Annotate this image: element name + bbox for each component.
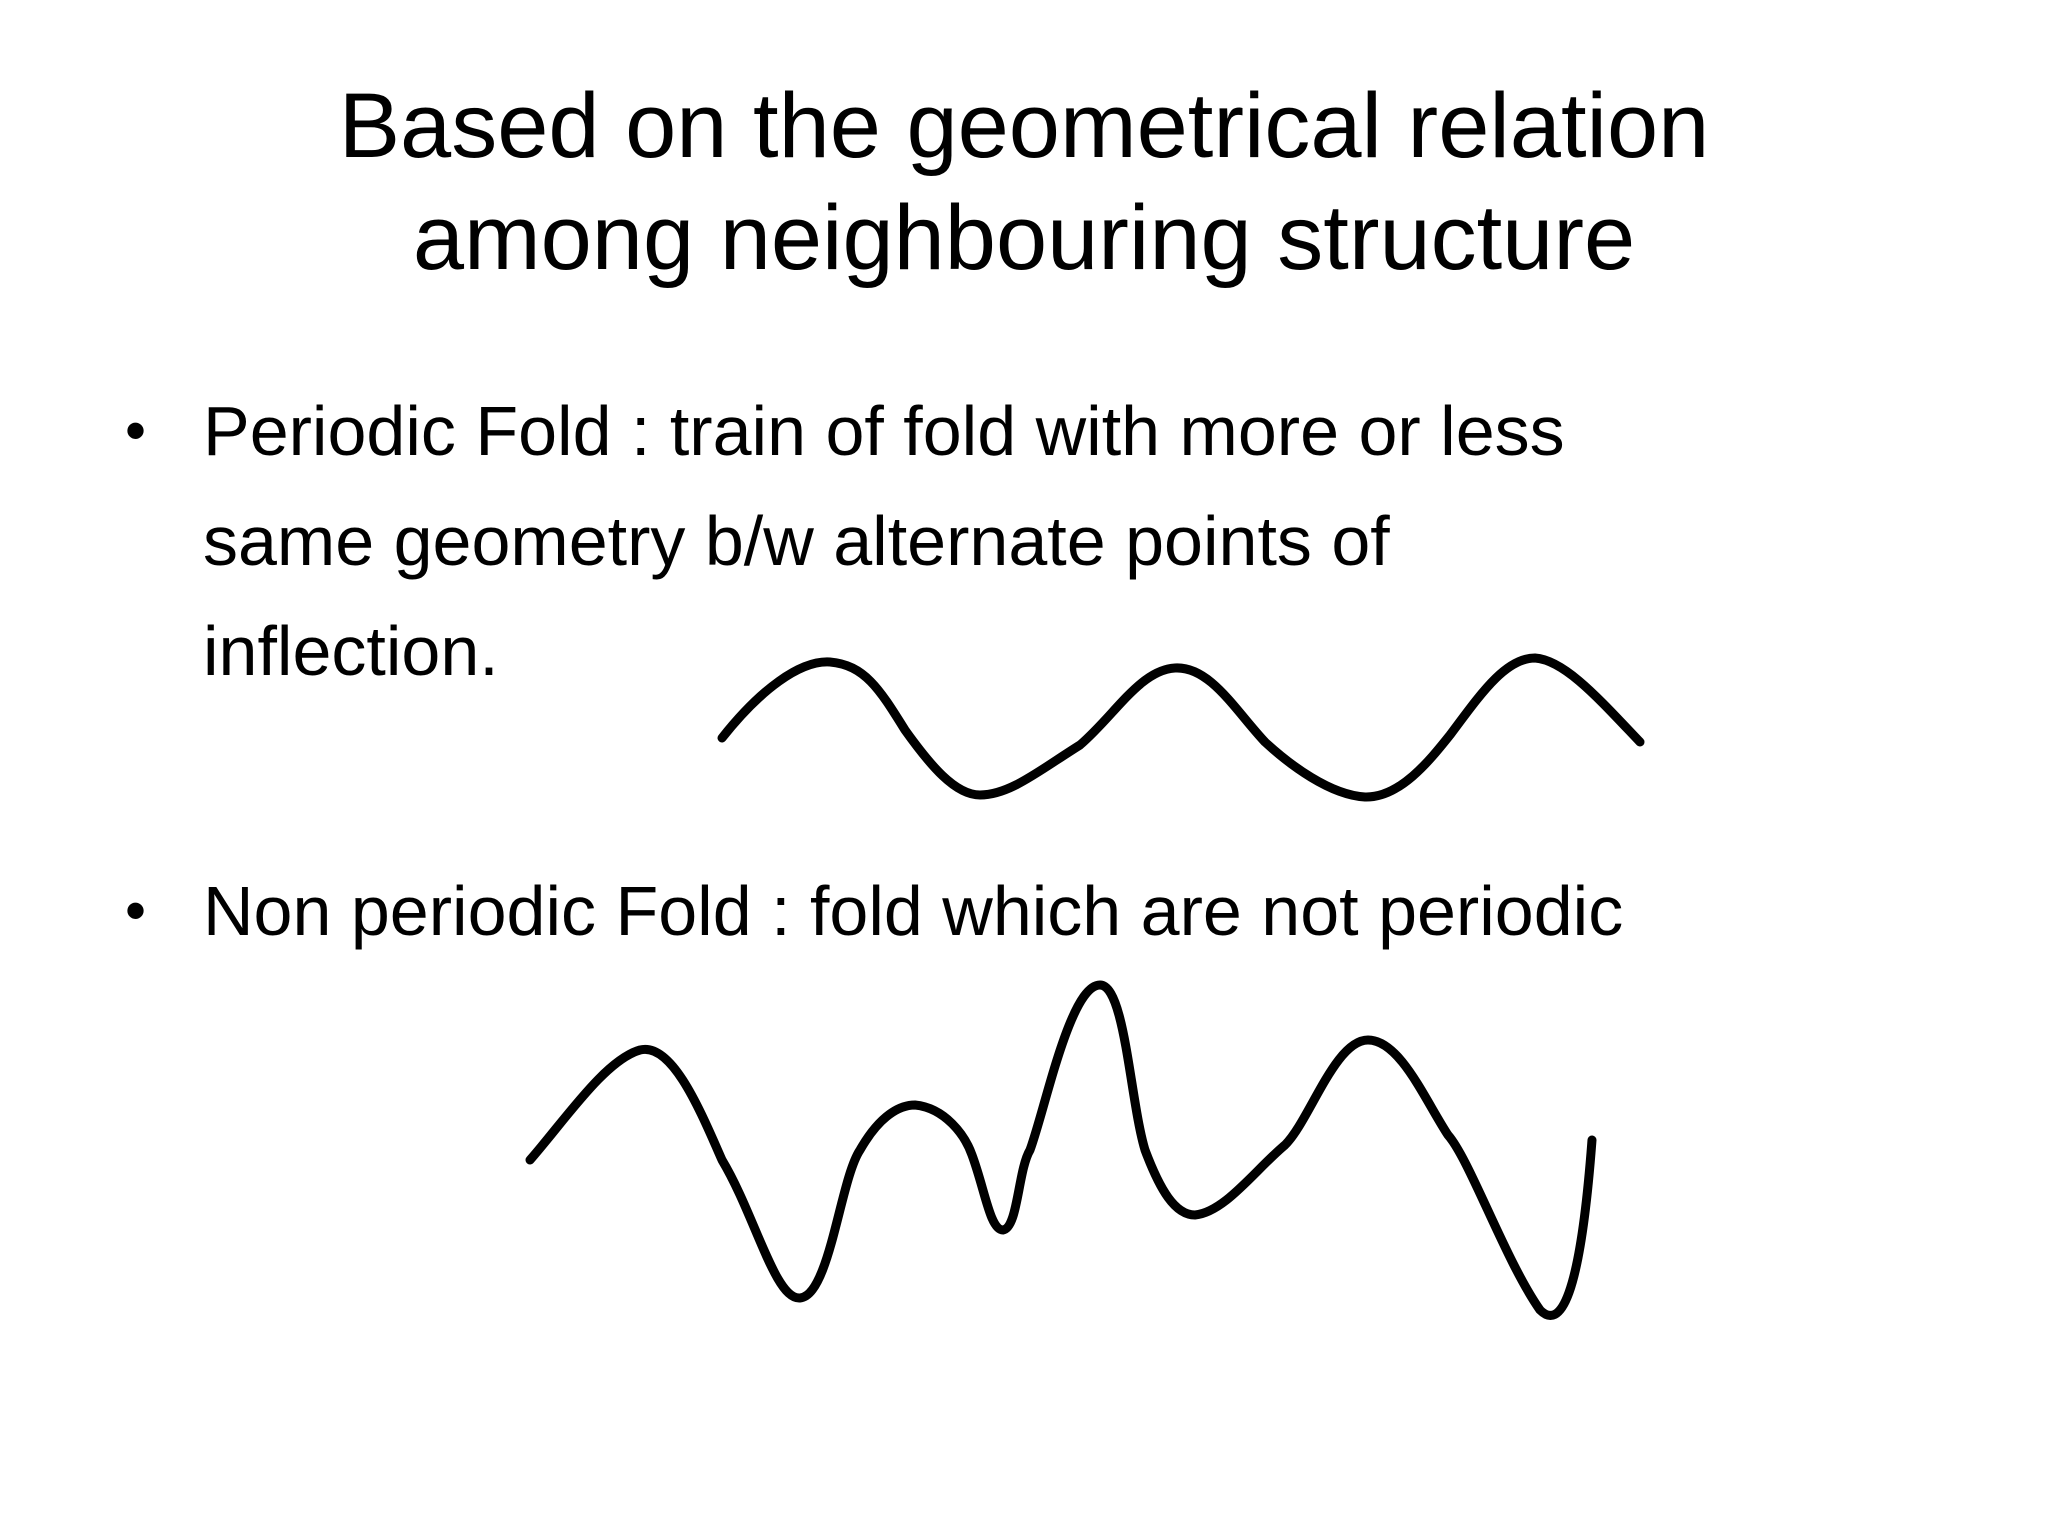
slide-title: Based on the geometrical relation among … <box>100 70 1948 294</box>
periodic-fold-curve <box>717 653 1645 802</box>
bullet-line-2: same geometry b/w alternate points of <box>203 502 1390 580</box>
title-line-2: among neighbouring structure <box>412 187 1636 289</box>
bullet-marker: • <box>125 877 147 944</box>
bullet-line-1: Non periodic Fold : fold which are not p… <box>203 872 1624 950</box>
bullet-text: Periodic Fold : train of fold with more … <box>203 376 1565 706</box>
bullet-marker: • <box>125 397 147 464</box>
non-periodic-fold-curve <box>525 980 1597 1320</box>
bullet-line-1: Periodic Fold : train of fold with more … <box>203 392 1565 470</box>
bullet-text: Non periodic Fold : fold which are not p… <box>203 856 1623 966</box>
title-line-1: Based on the geometrical relation <box>338 75 1710 177</box>
bullet-line-3: inflection. <box>203 612 499 690</box>
